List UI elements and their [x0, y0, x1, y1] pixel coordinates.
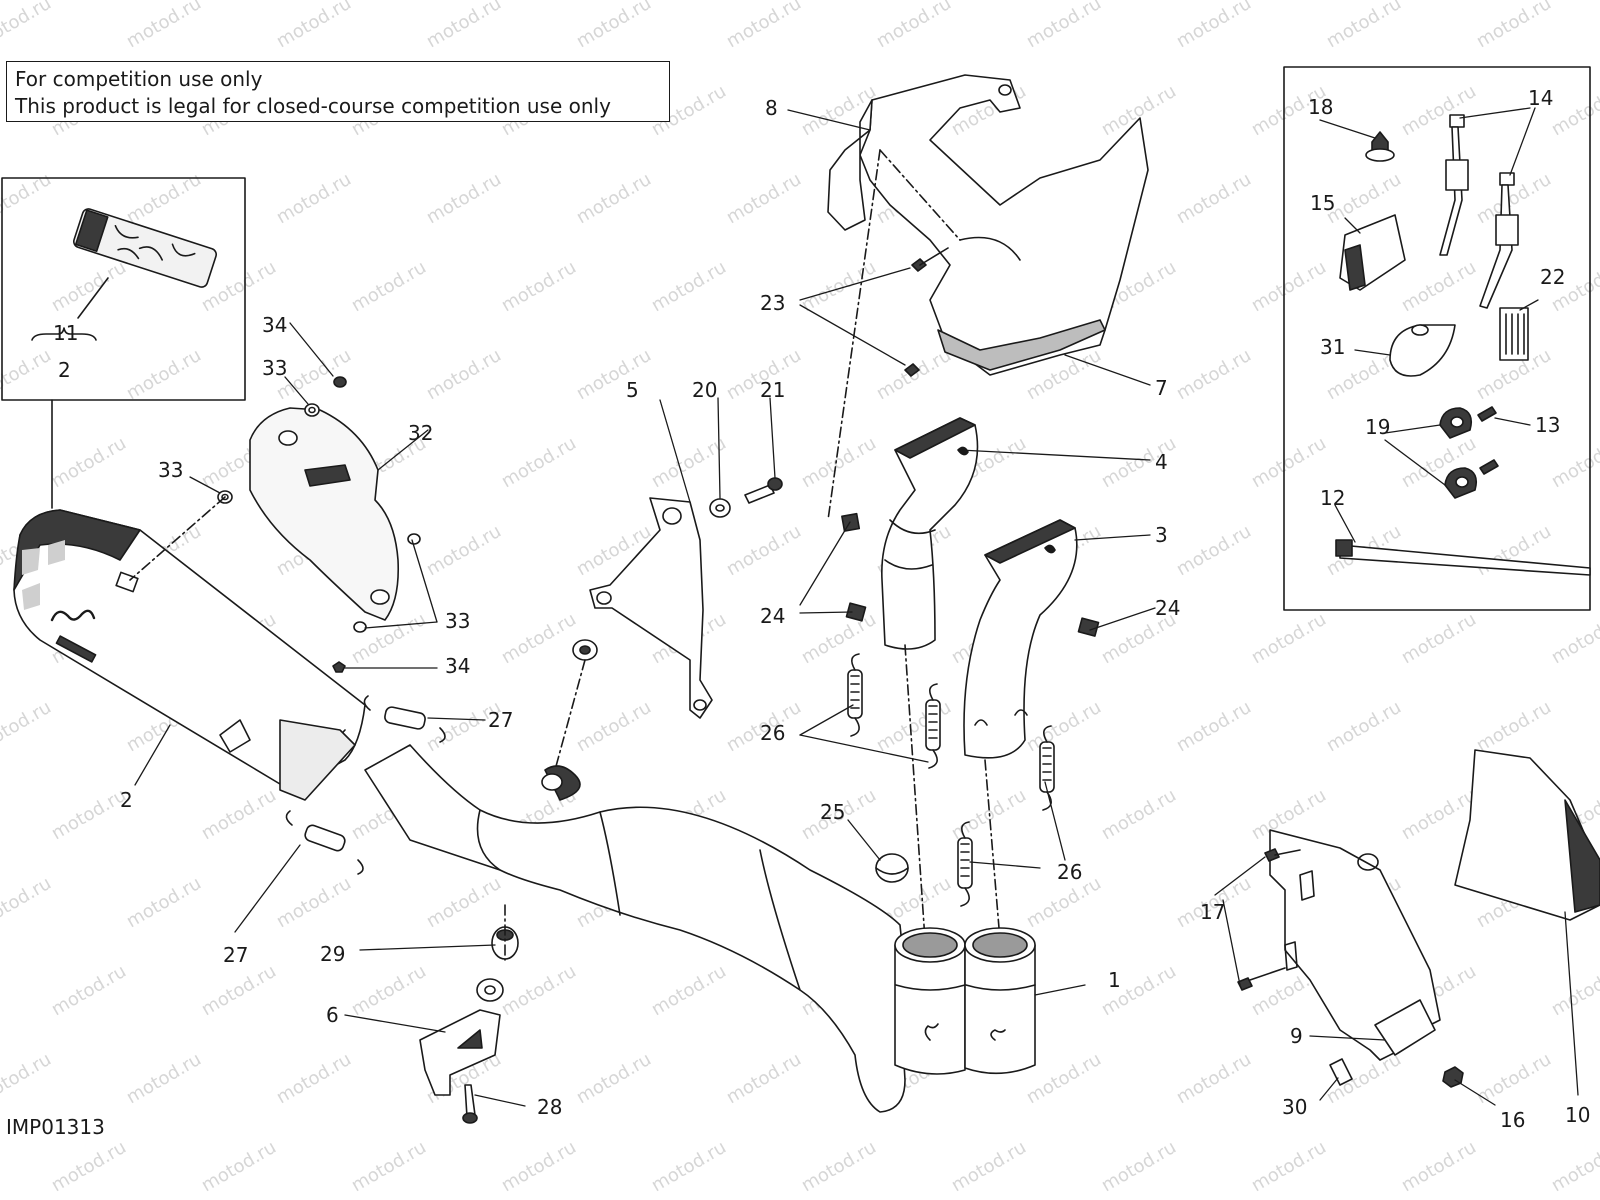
insert-30 — [1329, 1058, 1353, 1086]
callout-16: 16 — [1500, 1108, 1526, 1132]
callout-31: 31 — [1320, 335, 1346, 359]
washer-33-top — [304, 403, 320, 417]
callout-22: 22 — [1540, 265, 1566, 289]
cover-10 — [1454, 749, 1600, 921]
screw-13-a — [1477, 406, 1497, 422]
callout-5: 5 — [626, 378, 639, 402]
callout-1: 1 — [1108, 968, 1121, 992]
callout-9: 9 — [1290, 1024, 1303, 1048]
collector-1 — [364, 744, 1036, 1113]
spring-27-upper — [363, 695, 446, 743]
clip-24-upper — [841, 512, 861, 532]
callout-33-left: 33 — [158, 458, 184, 482]
bracket-6 — [419, 1009, 501, 1096]
inset-box-11 — [1, 177, 246, 401]
callout-6: 6 — [326, 1003, 339, 1027]
heat-shield-32 — [249, 407, 400, 621]
push-rivet-18 — [1365, 131, 1395, 162]
clamp-31 — [1389, 324, 1456, 377]
bolt-28 — [462, 1084, 478, 1124]
nut-16 — [1442, 1066, 1464, 1088]
grommet-25 — [875, 853, 909, 883]
notice-line-2: This product is legal for closed-course … — [15, 94, 611, 118]
grommet-mid — [572, 639, 598, 661]
callout-19: 19 — [1365, 415, 1391, 439]
bolt-21 — [744, 477, 783, 504]
callout-24-right: 24 — [1155, 596, 1181, 620]
screw-17-lower — [1237, 967, 1286, 991]
protective-sleeve-11 — [73, 208, 217, 288]
clip-24-right — [1077, 617, 1100, 637]
callout-12: 12 — [1320, 486, 1346, 510]
fastener-34-bottom — [332, 661, 346, 673]
fastener-34-top — [333, 376, 347, 388]
washer-33-right — [353, 533, 421, 633]
callout-13: 13 — [1535, 413, 1561, 437]
notice-line-1: For competition use only — [15, 67, 263, 91]
callout-10: 10 — [1565, 1103, 1591, 1127]
cable-tie-14-a — [1439, 114, 1469, 256]
callout-32: 32 — [408, 421, 434, 445]
connector-22 — [1499, 307, 1529, 361]
brace-2 — [31, 327, 97, 341]
callout-33-top: 33 — [262, 356, 288, 380]
callout-28: 28 — [537, 1095, 563, 1119]
callout-3: 3 — [1155, 523, 1168, 547]
callout-26-right: 26 — [1057, 860, 1083, 884]
cable-tie-12 — [1335, 539, 1591, 576]
header-pipe-3 — [963, 519, 1078, 759]
callout-2-main: 2 — [120, 788, 133, 812]
callout-25: 25 — [820, 800, 846, 824]
washer-20 — [709, 498, 731, 518]
screw-17-upper — [1264, 848, 1301, 862]
spring-26-a — [847, 653, 863, 737]
spring-26-c — [1039, 725, 1055, 811]
callout-34-bottom: 34 — [445, 654, 471, 678]
heat-shield-7-8 — [827, 74, 1149, 376]
bracket-5 — [589, 497, 713, 719]
silencer-2 — [13, 509, 366, 801]
callout-17: 17 — [1200, 900, 1226, 924]
callout-15: 15 — [1310, 191, 1336, 215]
callout-2-inset: 2 — [58, 358, 71, 382]
callout-7: 7 — [1155, 376, 1168, 400]
screw-13-b — [1479, 459, 1499, 475]
spring-26-b — [925, 683, 941, 769]
spring-27-lower — [285, 810, 364, 875]
callout-8: 8 — [765, 96, 778, 120]
callout-20: 20 — [692, 378, 718, 402]
callout-18: 18 — [1308, 95, 1334, 119]
connector-15 — [1339, 214, 1406, 291]
spring-26-d — [957, 821, 973, 907]
cable-tie-14-b — [1479, 172, 1519, 309]
screw-23-bottom — [904, 363, 920, 377]
callout-4: 4 — [1155, 450, 1168, 474]
callout-27-upper: 27 — [488, 708, 514, 732]
callout-14: 14 — [1528, 86, 1554, 110]
callout-11: 11 — [53, 321, 79, 345]
drawing-code: IMP01313 — [6, 1115, 105, 1139]
bracket-9 — [1269, 829, 1441, 1061]
callout-27-lower: 27 — [223, 943, 249, 967]
washer-lower — [476, 978, 504, 1002]
washer-33-left — [217, 490, 233, 504]
screw-23-top — [911, 247, 949, 272]
accessory-inset-box — [1283, 66, 1591, 611]
clamp-19-b — [1444, 467, 1478, 499]
leader-lines — [134, 107, 1579, 1107]
callout-34-top: 34 — [262, 313, 288, 337]
callout-24-left: 24 — [760, 604, 786, 628]
clip-24-lower — [845, 602, 867, 622]
clamp-19-a — [1439, 407, 1473, 439]
callout-29: 29 — [320, 942, 346, 966]
callout-23: 23 — [760, 291, 786, 315]
competition-notice: For competition use only This product is… — [6, 61, 670, 122]
callout-30: 30 — [1282, 1095, 1308, 1119]
callout-33-right: 33 — [445, 609, 471, 633]
callout-21: 21 — [760, 378, 786, 402]
callout-26-left: 26 — [760, 721, 786, 745]
header-pipe-4 — [881, 417, 979, 650]
